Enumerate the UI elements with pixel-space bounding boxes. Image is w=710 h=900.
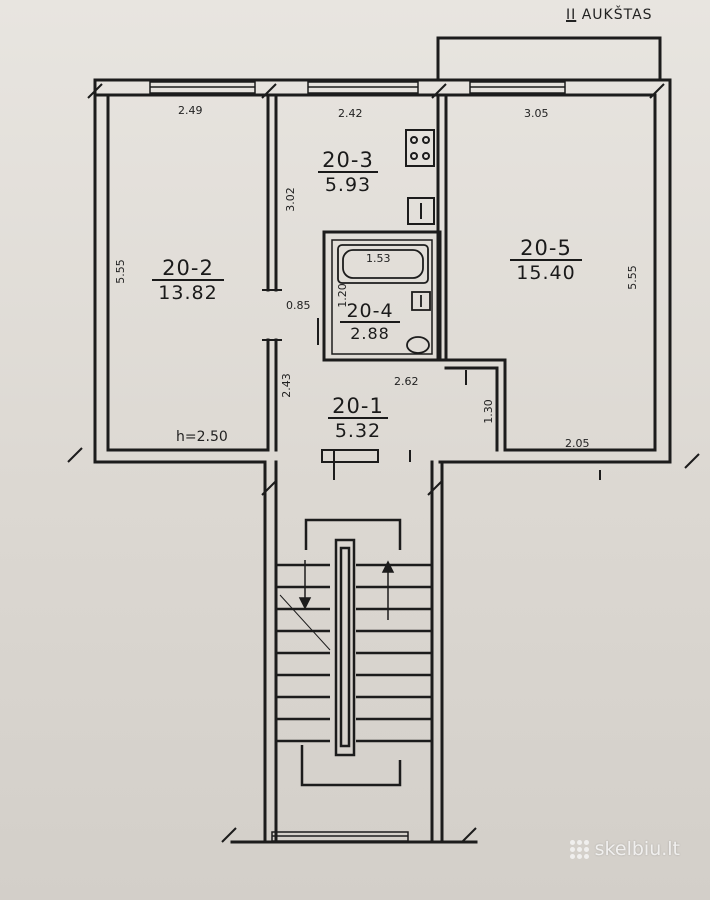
dim-room3-length: 3.02 — [283, 187, 297, 212]
room-id: 20-2 — [162, 256, 214, 280]
watermark-logo-icon — [569, 839, 589, 859]
dim-hall-width: 2.62 — [394, 375, 419, 388]
room-area: 15.40 — [510, 259, 582, 283]
stair-landing — [300, 518, 402, 787]
watermark: skelbiu.lt — [569, 838, 680, 860]
room-id: 20-5 — [520, 236, 572, 260]
room-id: 20-3 — [322, 148, 374, 172]
room-20-3-label: 20-3 5.93 — [318, 150, 378, 195]
dim-room2-width: 2.49 — [178, 104, 203, 117]
bathroom-fixtures — [337, 244, 431, 354]
interior-walls — [266, 93, 507, 452]
room-20-2-label: 20-2 13.82 — [152, 258, 224, 303]
room-area: 5.93 — [318, 171, 378, 195]
floor-word: AUKŠTAS — [581, 7, 653, 23]
doors — [262, 289, 467, 480]
dim-bath-width: 1.53 — [366, 252, 391, 265]
dim-hall-alcove: 1.30 — [481, 399, 495, 424]
room-20-1-label: 20-1 5.32 — [328, 396, 388, 441]
room-id: 20-4 — [346, 300, 394, 322]
dim-room2-length: 5.55 — [113, 259, 127, 284]
stair-arrows — [279, 560, 395, 651]
windows — [149, 81, 566, 842]
dim-room5-length: 5.55 — [625, 265, 639, 290]
dim-bath-door: 0.85 — [286, 299, 311, 312]
bathroom-walls — [322, 230, 442, 362]
floor-title: II AUKŠTAS — [566, 8, 653, 22]
balcony — [436, 36, 662, 82]
room-area: 13.82 — [152, 279, 224, 303]
dim-room5-width: 3.05 — [524, 107, 549, 120]
watermark-text: skelbiu.lt — [594, 838, 680, 860]
stair-steps — [276, 563, 432, 743]
room-20-5-label: 20-5 15.40 — [510, 238, 582, 283]
dim-hall-length: 2.43 — [279, 373, 293, 398]
room-id: 20-1 — [332, 394, 384, 418]
room-area: 2.88 — [340, 321, 400, 342]
room-area: 5.32 — [328, 417, 388, 441]
kitchen-fixtures — [405, 129, 435, 225]
room-20-4-label: 20-4 2.88 — [340, 302, 400, 342]
ceiling-height: h=2.50 — [176, 429, 228, 445]
tick-marks — [67, 83, 700, 843]
dim-room5-bottom: 2.05 — [565, 437, 590, 450]
dim-bath-length: 1.20 — [335, 283, 349, 308]
outer-walls — [93, 78, 672, 464]
dim-room3-width: 2.42 — [338, 107, 363, 120]
floor-number: II — [566, 7, 577, 23]
